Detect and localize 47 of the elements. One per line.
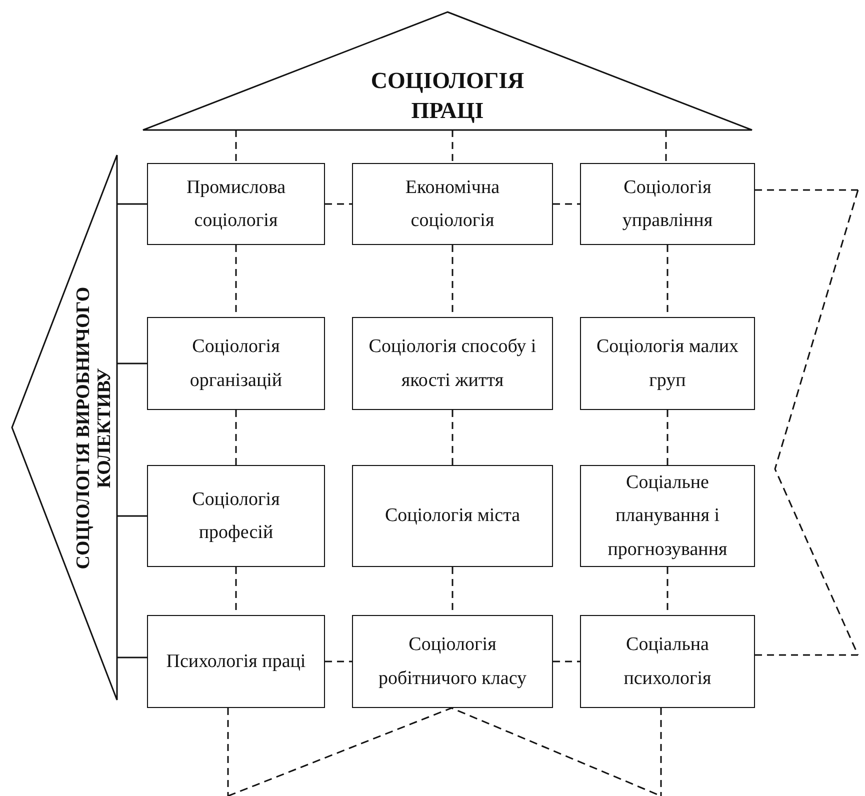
box-label: Промислова соціологія [185,176,287,233]
connector-line [666,410,668,465]
connector-line [755,654,858,656]
box-label: Соціологія професій [191,488,281,545]
box-label: Психологія праці [166,650,306,674]
connector-line [325,203,352,205]
discipline-box [580,163,755,245]
box-label: Економічна соціологія [404,176,501,233]
discipline-box [147,465,325,567]
box-label: Соціологія способу і якості життя [368,335,538,392]
connector-line [235,410,237,465]
connector-line [660,708,662,796]
discipline-box [352,465,553,567]
side-text: СОЦІОЛОГІЯ ВИРОБНИЧОГО КОЛЕКТИВУ [74,285,116,571]
connector-line [553,203,580,205]
connector-line [665,130,667,163]
connector-line [452,410,454,465]
roof-triangle [143,12,752,130]
discipline-box [147,615,325,708]
box-label: Соціологія управління [621,176,714,233]
connector-line [235,130,237,163]
box-label: Соціологія робітничого класу [377,633,528,690]
discipline-box [147,163,325,245]
connector-line [452,130,454,163]
box-label: Соціологія малих груп [595,335,740,392]
discipline-box [580,615,755,708]
discipline-box [580,317,755,410]
box-label: Соціологія міста [384,504,520,528]
connector-line [117,656,147,658]
connector-line [325,660,352,662]
connector-line [117,362,147,364]
connector-line [117,515,147,517]
discipline-box [147,317,325,410]
chevron-outline [775,190,858,655]
discipline-box [352,163,553,245]
discipline-box [580,465,755,567]
connector-line [117,203,147,205]
box-label: Соціологія організацій [188,335,284,392]
discipline-box [352,317,553,410]
connector-line [227,708,229,796]
box-label: Соціальне планування і прогнозування [606,471,728,562]
discipline-box [352,615,553,708]
title-text: СОЦІОЛОГІЯ ПРАЦІ [370,67,526,125]
connector-line [755,189,858,191]
connector-line [553,660,580,662]
box-label: Соціальна психологія [622,633,712,690]
arrow-pentagon [12,155,117,700]
